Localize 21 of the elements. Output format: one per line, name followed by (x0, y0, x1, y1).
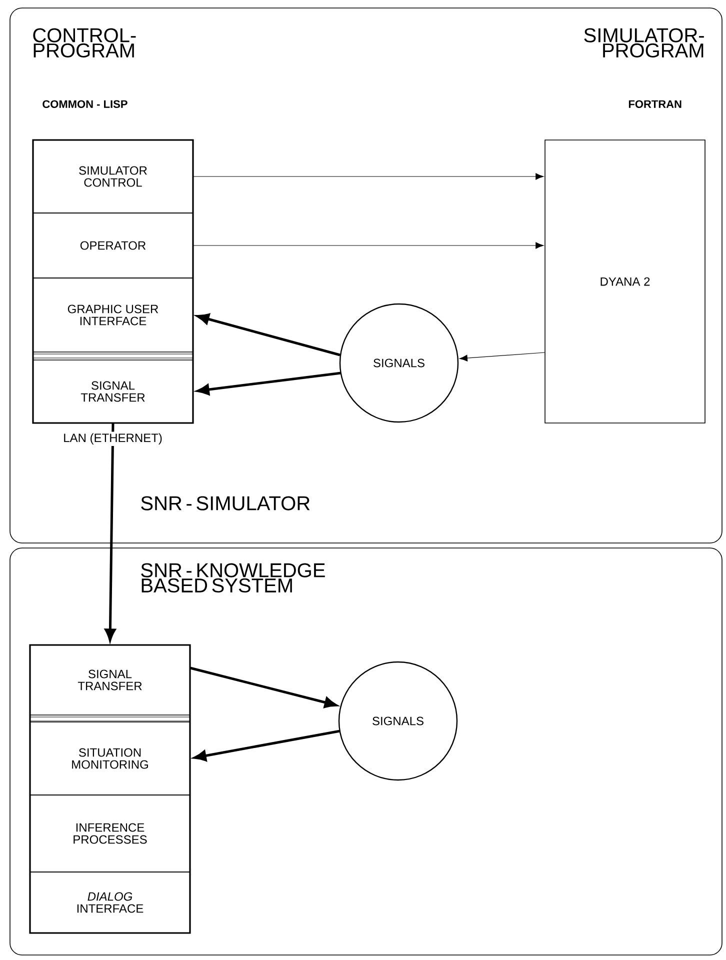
heading: CONTROL- PROGRAM (33, 28, 136, 58)
node-label: SIMULATOR CONTROL (79, 166, 147, 187)
arrow (194, 730, 340, 762)
arrow (104, 423, 116, 642)
arrow (196, 372, 342, 396)
arrow (193, 242, 544, 249)
module-cell: SIGNAL TRANSFER (30, 644, 190, 716)
module-cell: GRAPHIC USER INTERFACE (32, 278, 194, 352)
module-cell: INFERENCE PROCESSES (30, 794, 190, 872)
module-cell: DIALOG INTERFACE (30, 872, 190, 934)
module-cell: OPERATOR (32, 212, 194, 278)
arrow (459, 352, 545, 362)
heading: FORTRAN (628, 100, 682, 108)
heading: COMMON - LISP (42, 100, 128, 108)
module-cell: SIGNAL TRANSFER (32, 360, 194, 424)
edge-label: LAN (ETHERNET) (62, 432, 164, 446)
arrow (196, 314, 340, 356)
heading: SIMULATOR- PROGRAM (584, 28, 704, 58)
module-cell: SITUATION MONITORING (30, 722, 190, 796)
arrow (193, 173, 544, 180)
program-box: DYANA 2 (544, 140, 706, 424)
